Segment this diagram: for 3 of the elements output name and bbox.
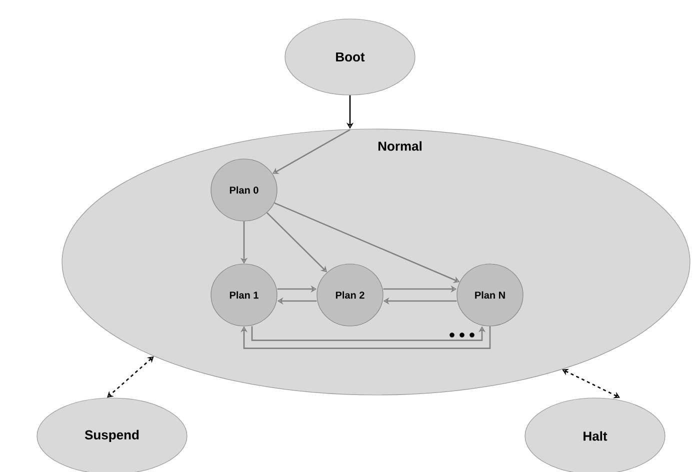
arrow — [272, 129, 350, 174]
arrow — [107, 356, 154, 398]
arrow — [240, 326, 491, 349]
